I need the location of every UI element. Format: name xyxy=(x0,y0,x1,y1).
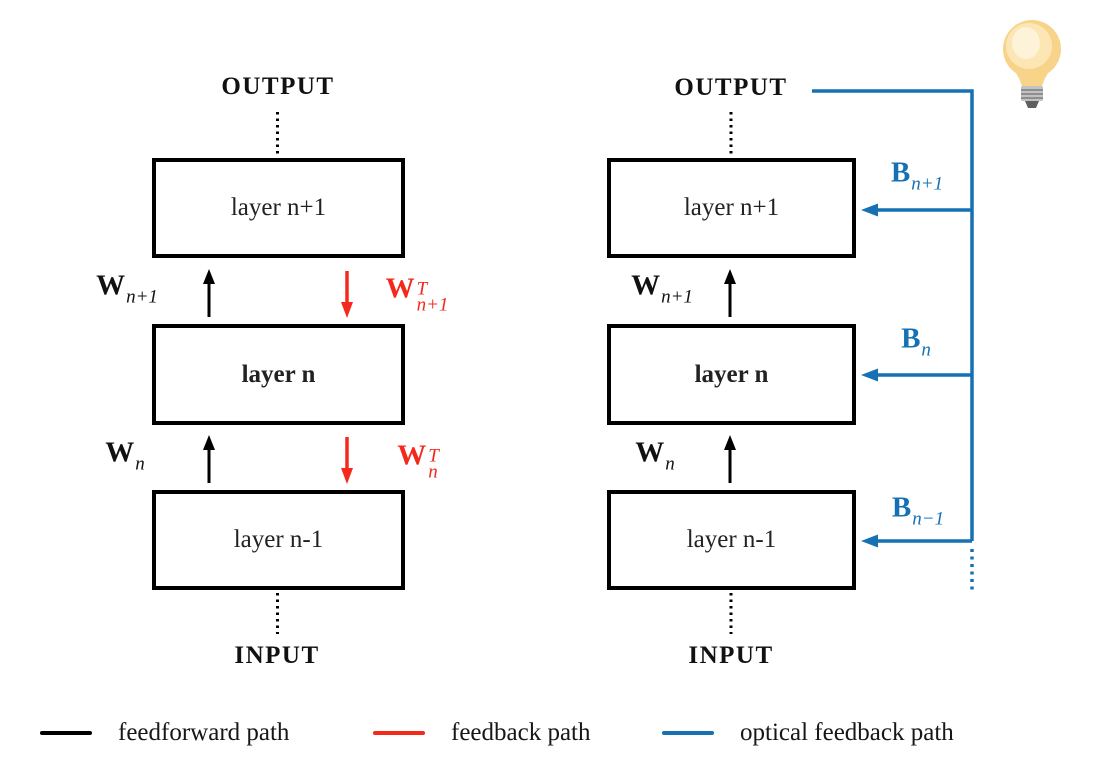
lightbulb-icon xyxy=(1003,20,1061,108)
weight-label-ff-upper-left: Wn+1 xyxy=(96,269,158,308)
feedforward-arrow-left-upper xyxy=(203,269,215,317)
weight-superscript: T xyxy=(416,278,428,300)
optical-weight-label-b-mid: Bn xyxy=(901,322,931,361)
layer-label: layer n xyxy=(241,360,316,388)
weight-base: B xyxy=(891,491,912,524)
weight-subscript: n xyxy=(428,461,438,483)
weight-base: W xyxy=(631,269,661,302)
legend-label: optical feedback path xyxy=(740,719,954,746)
output-label-right: OUTPUT xyxy=(674,74,788,101)
optical-feedback-line-swatch xyxy=(662,731,714,735)
legend-item-feedforward: feedforward path xyxy=(40,719,289,747)
weight-subscript: n+1 xyxy=(416,294,449,316)
weight-subscript: n+1 xyxy=(126,286,158,308)
legend-item-feedback: feedback path xyxy=(373,719,591,747)
optical-arrow-b-lower xyxy=(861,534,972,548)
feedback-arrow-left-upper xyxy=(341,271,353,318)
layer-label: layer n+1 xyxy=(230,194,327,221)
feedforward-line-swatch xyxy=(40,731,92,735)
weight-label-ff-upper-right: Wn+1 xyxy=(631,269,693,308)
weight-base: B xyxy=(901,322,921,355)
layer-box-left-n-1: layer n-1 xyxy=(152,490,405,590)
optical-arrow-b-mid xyxy=(861,368,972,382)
weight-base: W xyxy=(397,439,427,472)
optical-weight-label-b-lower: Bn−1 xyxy=(891,491,945,530)
legend-label: feedforward path xyxy=(118,719,290,746)
optical-weight-label-b-upper: Bn+1 xyxy=(890,156,944,195)
weight-subscript: n+1 xyxy=(911,173,944,195)
layer-label: layer n-1 xyxy=(686,526,777,553)
weight-subscript: n−1 xyxy=(912,508,945,530)
layer-label: layer n-1 xyxy=(233,526,324,553)
feedforward-arrow-left-lower xyxy=(203,435,215,483)
feedforward-arrow-right-lower xyxy=(724,435,736,483)
feedback-line-swatch xyxy=(373,731,425,735)
input-label-left: INPUT xyxy=(234,642,320,669)
weight-base: W xyxy=(96,269,126,302)
layer-label: layer n+1 xyxy=(683,194,780,221)
output-label-left: OUTPUT xyxy=(221,73,335,100)
legend-label: feedback path xyxy=(451,719,591,746)
layer-box-right-n-1: layer n-1 xyxy=(607,490,856,590)
weight-superscript: T xyxy=(428,445,439,467)
weight-subscript: n xyxy=(921,339,931,361)
input-label-right: INPUT xyxy=(688,642,774,669)
weight-base: B xyxy=(890,156,911,189)
weight-base: W xyxy=(105,436,135,469)
weight-base: W xyxy=(385,272,415,305)
weight-label-ff-lower-left: Wn xyxy=(105,436,145,475)
weight-subscript: n+1 xyxy=(661,286,693,308)
layer-box-left-n: layer n xyxy=(152,324,405,425)
weight-subscript: n xyxy=(665,453,675,475)
weight-label-ff-lower-right: Wn xyxy=(635,436,675,475)
layer-box-right-n+1: layer n+1 xyxy=(607,158,856,258)
legend-item-optical-feedback: optical feedback path xyxy=(662,719,954,747)
feedforward-arrow-right-upper xyxy=(724,269,736,317)
layer-box-right-n: layer n xyxy=(607,324,856,425)
layer-label: layer n xyxy=(694,360,769,388)
optical-arrow-b-upper xyxy=(861,203,972,217)
weight-subscript: n xyxy=(135,453,145,475)
weight-base: W xyxy=(635,436,665,469)
feedback-arrow-left-lower xyxy=(341,437,353,484)
layer-box-left-n+1: layer n+1 xyxy=(152,158,405,258)
